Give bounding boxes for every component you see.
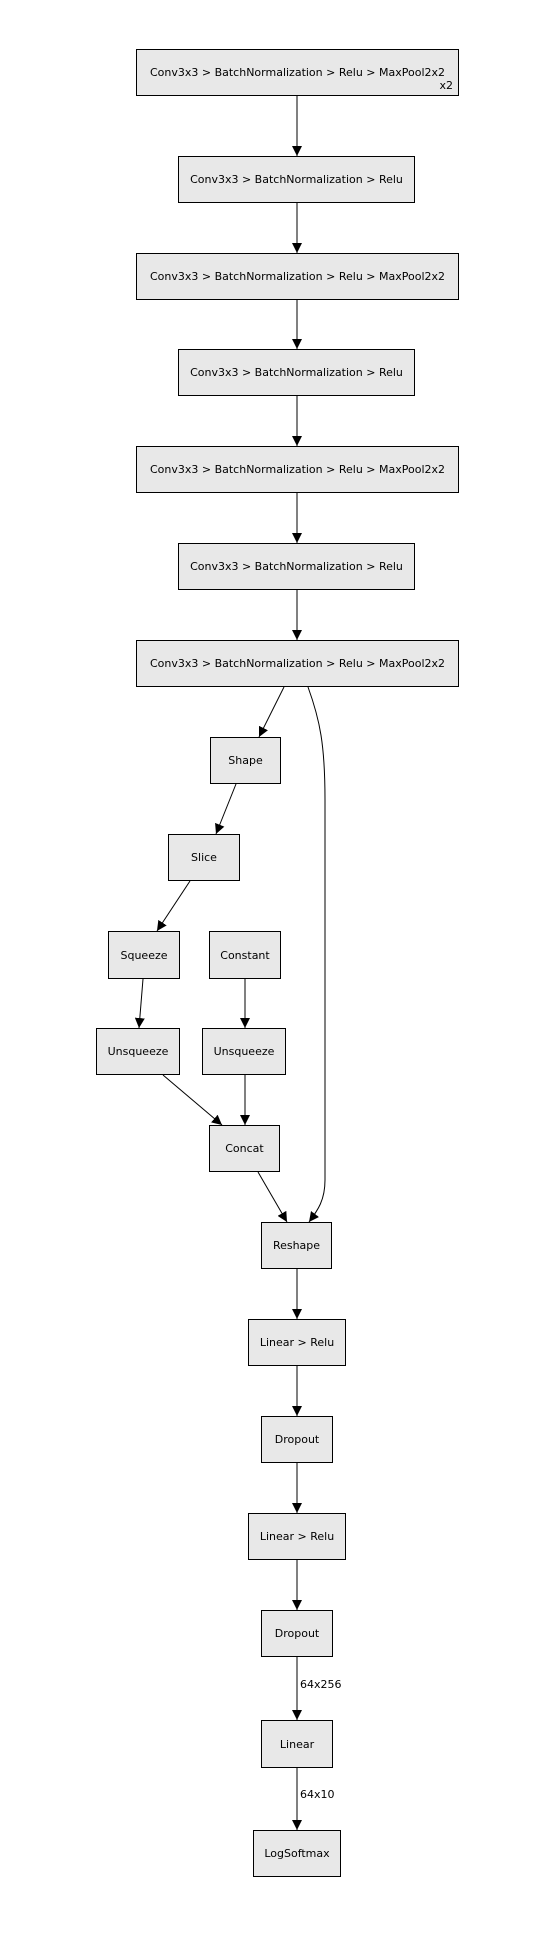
node-n6: Conv3x3 > BatchNormalization > Relu [178, 543, 415, 590]
node-concat: Concat [209, 1125, 280, 1172]
node-n5: Conv3x3 > BatchNormalization > Relu > Ma… [136, 446, 459, 493]
edge-label: 64x10 [300, 1788, 335, 1801]
node-logsoftmax: LogSoftmax [253, 1830, 341, 1877]
node-dropout1: Dropout [261, 1416, 333, 1463]
node-label: LogSoftmax [264, 1847, 330, 1860]
node-label: Reshape [272, 1239, 321, 1252]
node-slice: Slice [168, 834, 240, 881]
repeat-count: x2 [439, 79, 453, 92]
node-label: Conv3x3 > BatchNormalization > Relu [190, 560, 403, 573]
node-label: Slice [191, 851, 217, 864]
node-dropout2: Dropout [261, 1610, 333, 1657]
node-reshape: Reshape [261, 1222, 332, 1269]
node-label: Dropout [274, 1433, 320, 1446]
node-label: Constant [220, 948, 270, 962]
node-unsqueeze1: Unsqueeze [96, 1028, 180, 1075]
node-label: Conv3x3 > BatchNormalization > Relu > Ma… [149, 657, 446, 670]
node-label: Conv3x3 > BatchNormalization > Relu [190, 173, 403, 186]
node-squeeze: Squeeze [108, 931, 180, 979]
edge-unsqueeze1-to-concat [162, 1074, 223, 1126]
node-label: Conv3x3 > BatchNormalization > Relu > Ma… [149, 270, 446, 283]
node-n1: Conv3x3 > BatchNormalization > Relu > Ma… [136, 49, 459, 96]
node-label: Linear > Relu [259, 1336, 335, 1349]
node-label: Concat [225, 1142, 264, 1155]
edge-slice-to-squeeze [156, 880, 191, 932]
node-constant: Constant [209, 931, 281, 979]
node-label: Unsqueeze [107, 1045, 169, 1058]
node-label: Shape [228, 754, 263, 767]
node-n2: Conv3x3 > BatchNormalization > Relu [178, 156, 415, 203]
node-label: Conv3x3 > BatchNormalization > Relu > Ma… [149, 66, 446, 79]
node-label: Linear > Relu [259, 1530, 335, 1543]
edge-label: 64x256 [300, 1678, 342, 1691]
node-n3: Conv3x3 > BatchNormalization > Relu > Ma… [136, 253, 459, 300]
node-n7: Conv3x3 > BatchNormalization > Relu > Ma… [136, 640, 459, 687]
node-linear-relu2: Linear > Relu [248, 1513, 346, 1560]
edge-shape-to-slice [215, 783, 237, 835]
node-shape: Shape [210, 737, 281, 784]
node-n4: Conv3x3 > BatchNormalization > Relu [178, 349, 415, 396]
node-linear: Linear [261, 1720, 333, 1768]
node-label: Unsqueeze [213, 1045, 275, 1058]
node-linear-relu1: Linear > Relu [248, 1319, 346, 1366]
node-unsqueeze2: Unsqueeze [202, 1028, 286, 1075]
edge-n7-to-shape [258, 686, 285, 738]
node-label: Dropout [274, 1627, 320, 1640]
node-label: Squeeze [120, 948, 168, 962]
edge-n7-to-reshape [307, 686, 326, 1223]
node-label: Linear [279, 1737, 315, 1751]
node-label: Conv3x3 > BatchNormalization > Relu [190, 366, 403, 379]
node-label: Conv3x3 > BatchNormalization > Relu > Ma… [149, 463, 446, 476]
edge-squeeze-to-unsqueeze1 [134, 978, 145, 1029]
edge-concat-to-reshape [257, 1171, 288, 1223]
